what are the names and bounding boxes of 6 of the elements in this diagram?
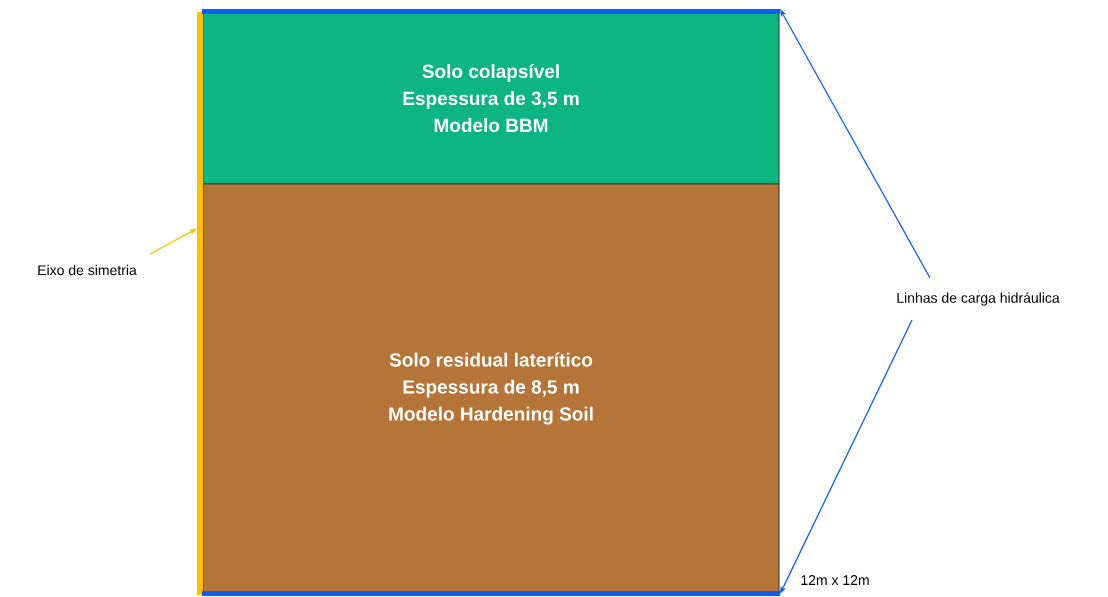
axis-label: Eixo de simetria (38, 264, 137, 276)
dimension-label: 12m x 12m (801, 575, 869, 585)
arrow (780, 9, 931, 279)
layer-box: Solo colapsível Espessura de 3,5 m Modelo BBM (202, 11, 780, 185)
layer-box: Solo residual laterítico Espessura de 8,5 m Modelo Hardening Soil (202, 183, 780, 594)
hydraulic-head-label: Linhas de carga hidráulica (897, 292, 1060, 306)
